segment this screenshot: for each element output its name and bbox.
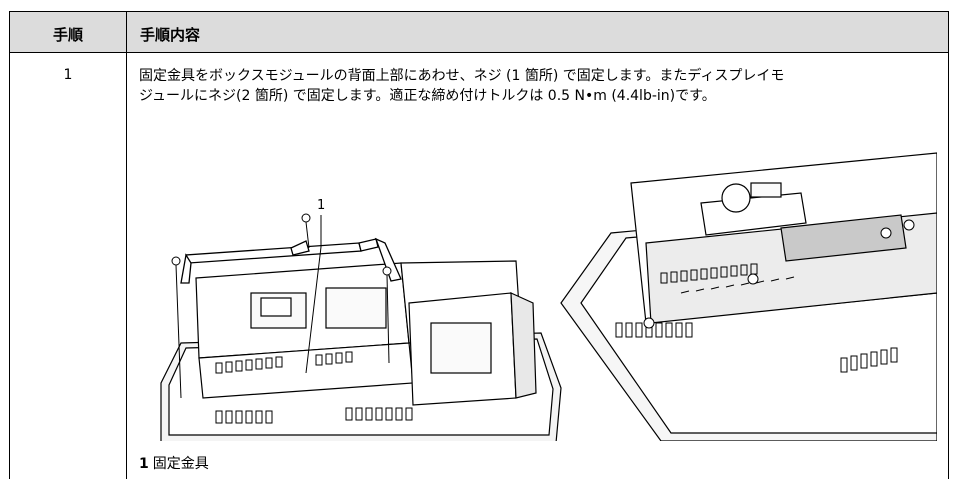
fixing-bracket-drawing	[180, 237, 402, 284]
step-description: 固定金具をボックスモジュールの背面上部にあわせ、ネジ (1 箇所) で固定します…	[139, 66, 939, 106]
header-step-label: 手順	[52, 26, 83, 44]
closeup-screws	[643, 219, 915, 329]
closeup-vents	[615, 263, 898, 373]
content-cell: 固定金具をボックスモジュールの背面上部にあわせ、ネジ (1 箇所) で固定します…	[127, 53, 949, 479]
description-line-1: 固定金具をボックスモジュールの背面上部にあわせ、ネジ (1 箇所) で固定します…	[139, 68, 785, 84]
step-cell: 1	[9, 53, 127, 479]
vent-slots	[215, 351, 413, 424]
callout-marker	[305, 215, 322, 374]
closeup-drawing	[560, 152, 937, 441]
installation-illustration: 1	[160, 152, 937, 441]
description-line-2: ジュールにネジ(2 箇所) で固定します。適正な締め付けトルクは 0.5 N•m…	[139, 88, 716, 104]
screws	[171, 213, 392, 399]
legend-label: 固定金具	[152, 456, 209, 472]
header-step: 手順	[9, 11, 127, 53]
header-content: 手順内容	[127, 11, 949, 53]
legend-number: 1	[139, 456, 149, 472]
procedure-table: 手順 手順内容 1 固定金具をボックスモジュールの背面上部にあわせ、ネジ (1 …	[9, 11, 949, 479]
header-content-label: 手順内容	[140, 26, 201, 44]
step-number: 1	[63, 67, 73, 83]
rear-unit-drawing	[160, 260, 562, 441]
callout-number: 1	[317, 198, 325, 213]
